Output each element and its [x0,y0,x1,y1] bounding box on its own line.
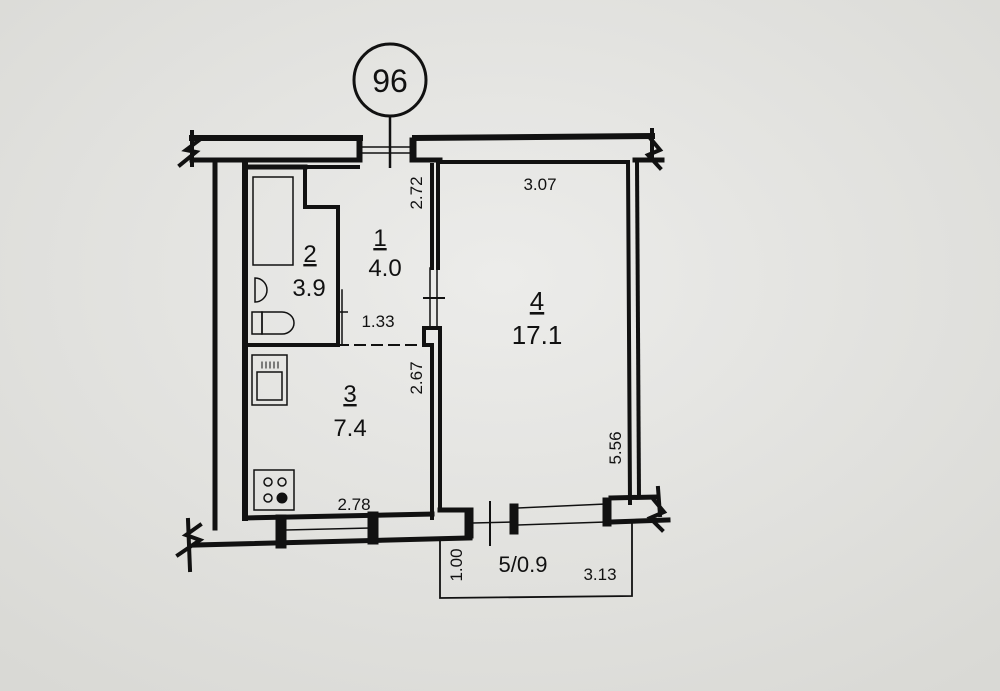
room-number: 2 [303,241,316,268]
dimension-corridor-width: 1.33 [361,312,394,331]
apartment-number: 96 [372,63,408,99]
room-area: 4.0 [368,255,401,282]
room-1-label: 1 4.0 [368,225,401,282]
room-number: 4 [530,286,544,316]
dimension-kitchen-width: 2.78 [337,495,370,514]
room-4-label: 4 17.1 [512,286,563,350]
room-3-label: 3 7.4 [333,381,366,442]
dimension-kitchen-length: 2.67 [407,361,426,394]
dimension-room-width: 3.07 [523,175,556,194]
walls [175,128,671,599]
room-number: 1 [373,225,386,252]
dimension-balcony-depth: 1.00 [447,548,466,581]
room-number: 3 [343,381,356,408]
room-area: 3.9 [292,275,325,302]
room-area: 17.1 [512,320,563,350]
room-2-label: 2 3.9 [292,241,325,302]
apartment-marker: 96 [352,42,428,168]
dimension-balcony-width: 3.13 [583,565,616,584]
room-area: 7.4 [333,415,366,442]
dimension-corridor-length: 2.72 [407,176,426,209]
dimension-room-length: 5.56 [606,431,625,464]
balcony-label: 5/0.9 [499,552,548,577]
